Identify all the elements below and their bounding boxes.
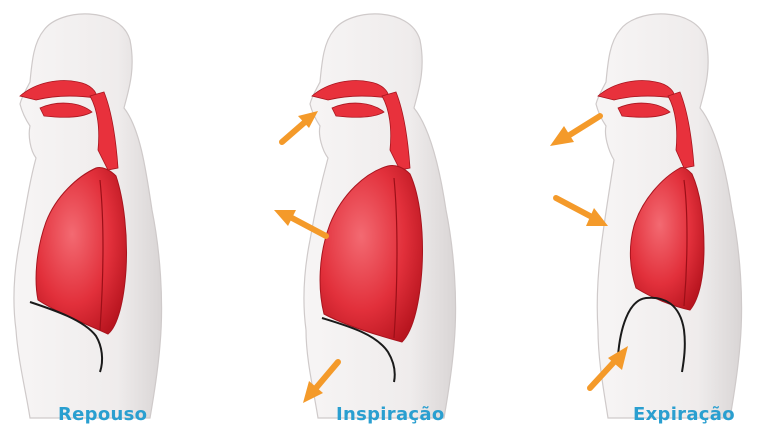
caption-rest: Repouso <box>58 404 147 425</box>
figure-rest <box>14 14 162 418</box>
figure-exhale <box>550 14 742 418</box>
figure-inhale <box>274 14 456 418</box>
caption-exhale: Expiração <box>633 404 735 425</box>
arrow-air-out-icon <box>550 116 600 146</box>
arrow-air-in-icon <box>282 111 318 142</box>
caption-inhale: Inspiração <box>336 404 445 425</box>
arrow-chest-contract-icon <box>556 198 608 226</box>
